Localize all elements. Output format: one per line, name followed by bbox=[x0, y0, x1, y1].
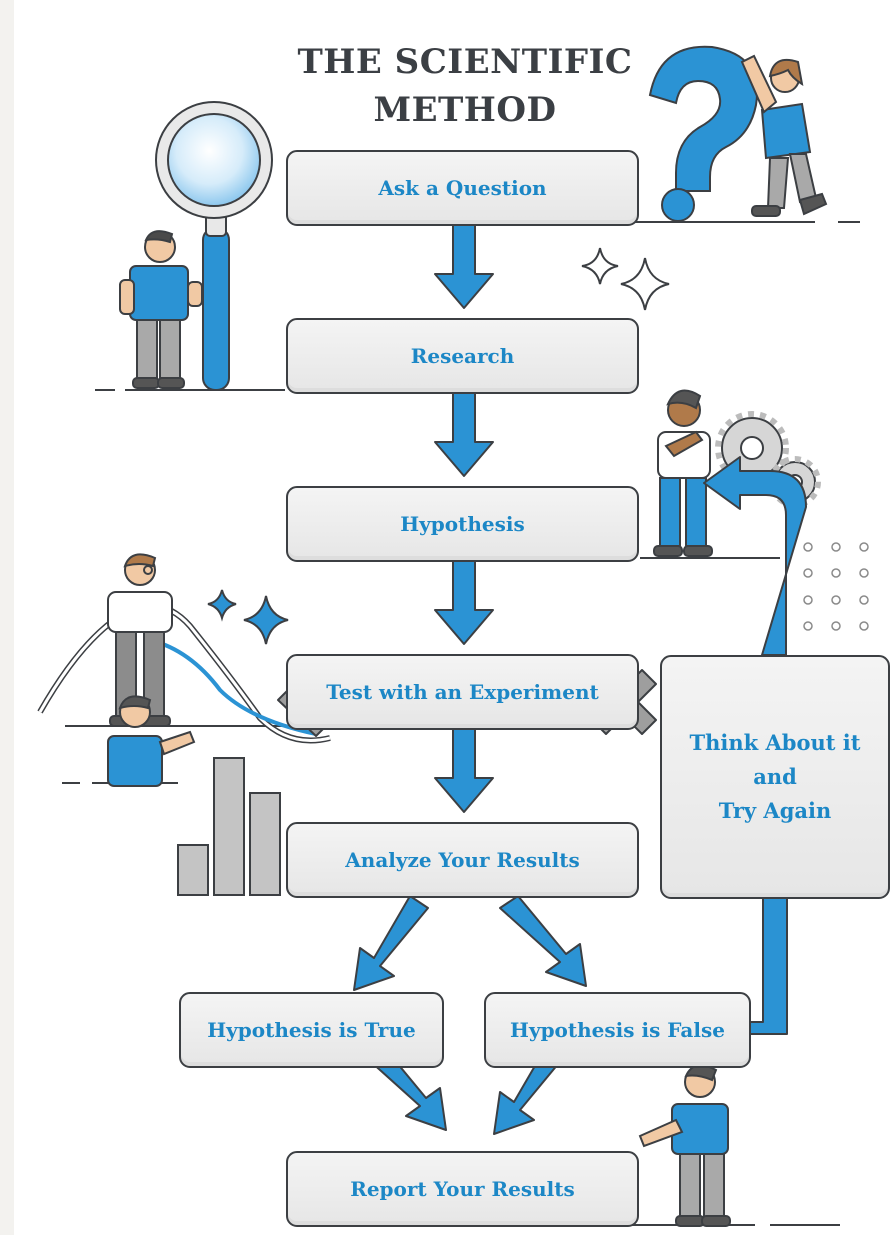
person-curious bbox=[740, 54, 828, 217]
step-research: Research bbox=[286, 318, 639, 394]
step-analyze-results: Analyze Your Results bbox=[286, 822, 639, 898]
arrow-ask-research bbox=[434, 223, 494, 309]
person-researcher bbox=[119, 230, 203, 389]
step-label: Ask a Question bbox=[378, 176, 547, 200]
arrow-think-hypothesis bbox=[703, 456, 807, 656]
step-ask-question: Ask a Question bbox=[286, 150, 639, 226]
arrow-test-analyze bbox=[434, 727, 494, 813]
question-mark-icon bbox=[648, 45, 758, 222]
arrow-analyze-false bbox=[499, 895, 587, 987]
think-line-3: Try Again bbox=[718, 798, 832, 823]
arrow-hypothesis-test bbox=[434, 559, 494, 645]
step-test-experiment: Test with an Experiment bbox=[286, 654, 639, 730]
step-think-try-again: Think About it and Try Again bbox=[660, 655, 890, 899]
step-hypothesis-true: Hypothesis is True bbox=[179, 992, 444, 1068]
step-label: Test with an Experiment bbox=[326, 680, 599, 704]
think-line-1: Think About it bbox=[689, 730, 861, 755]
sparkle-icon bbox=[207, 589, 289, 645]
step-hypothesis: Hypothesis bbox=[286, 486, 639, 562]
arrow-analyze-true bbox=[353, 895, 429, 991]
title-line-2: METHOD bbox=[373, 90, 557, 130]
experiment-wave bbox=[37, 603, 331, 744]
title-line-1: THE SCIENTIFIC bbox=[297, 42, 633, 82]
step-report-results: Report Your Results bbox=[286, 1151, 639, 1227]
step-label: Hypothesis is True bbox=[207, 1018, 416, 1042]
person-presenter bbox=[638, 1064, 731, 1227]
bar-chart-icon bbox=[177, 757, 281, 896]
person-experimenter bbox=[107, 553, 173, 727]
step-label: Analyze Your Results bbox=[345, 848, 580, 872]
person-thinking bbox=[653, 389, 713, 557]
sparkle-icon bbox=[581, 247, 670, 311]
think-line-2: and bbox=[753, 764, 797, 789]
flow-arrows bbox=[353, 223, 807, 1135]
person-thumbs-up bbox=[107, 695, 196, 787]
step-label: Report Your Results bbox=[350, 1177, 575, 1201]
step-label: Hypothesis bbox=[400, 512, 525, 536]
magnifying-glass-icon bbox=[155, 101, 273, 391]
step-label: Hypothesis is False bbox=[510, 1018, 725, 1042]
step-label: Research bbox=[410, 344, 515, 368]
step-hypothesis-false: Hypothesis is False bbox=[484, 992, 751, 1068]
page-title: THE SCIENTIFIC METHOD bbox=[240, 38, 690, 134]
dot-grid-icon bbox=[803, 542, 869, 631]
arrow-research-hypothesis bbox=[434, 391, 494, 477]
